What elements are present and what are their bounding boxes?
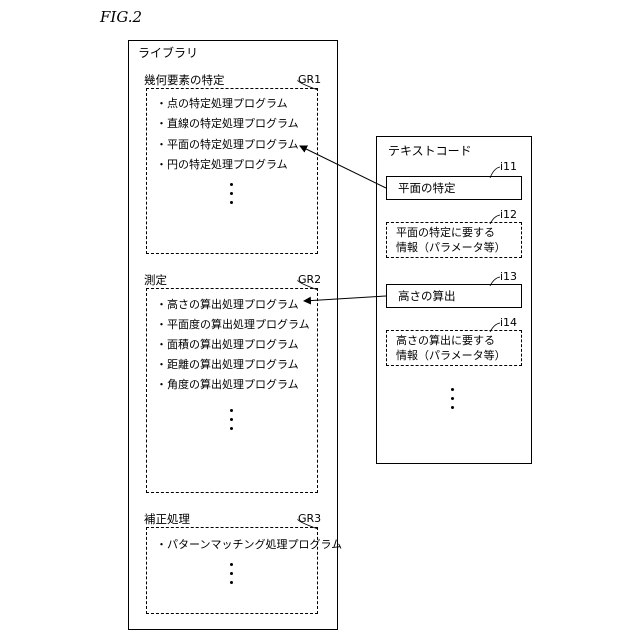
leader-gr1 <box>298 80 318 90</box>
leader-i14 <box>490 323 500 332</box>
leader-i11 <box>490 167 500 178</box>
arrow-i11-to-plane <box>300 146 386 188</box>
leader-i13 <box>490 277 500 286</box>
leader-gr2 <box>298 280 318 290</box>
arrow-i13-to-height <box>304 296 386 301</box>
leader-gr3 <box>298 519 318 529</box>
leader-i12 <box>490 215 500 224</box>
